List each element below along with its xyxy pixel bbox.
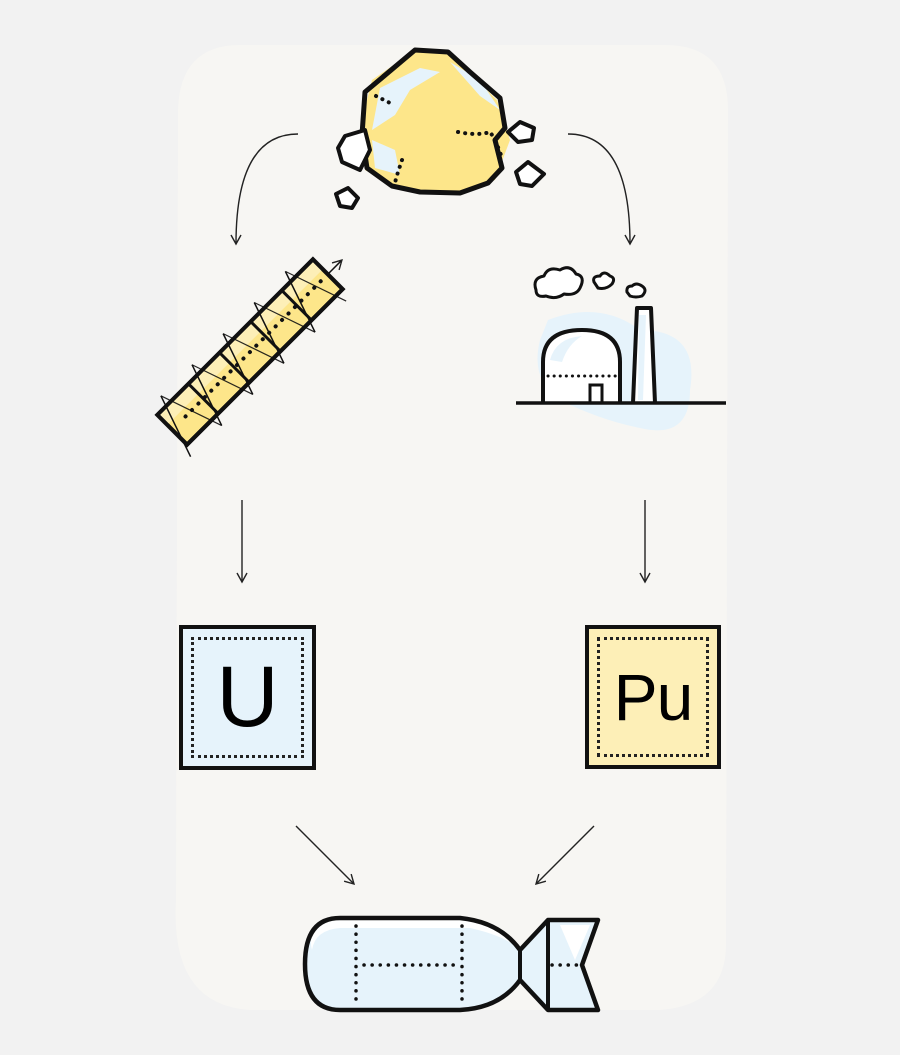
- plutonium-element-box: Pu: [585, 625, 721, 769]
- arrow-plutonium-to-bomb: [534, 825, 595, 886]
- plutonium-symbol: Pu: [613, 660, 694, 734]
- uranium-element-box: U: [179, 625, 316, 770]
- uranium-box-dotted-border: [191, 637, 304, 758]
- arrow-ore-to-enrichment: [230, 133, 299, 246]
- uranium-symbol: U: [216, 649, 279, 745]
- nuclear-reactor-icon: [516, 266, 726, 431]
- plutonium-box-dotted-border: [597, 637, 709, 757]
- centrifuge-enrichment-icon: [154, 256, 347, 457]
- ore-rock-icon: [334, 47, 546, 210]
- arrow-uranium-to-bomb: [295, 825, 356, 886]
- bomb-icon: [302, 915, 601, 1013]
- arrow-ore-to-reactor: [567, 133, 636, 246]
